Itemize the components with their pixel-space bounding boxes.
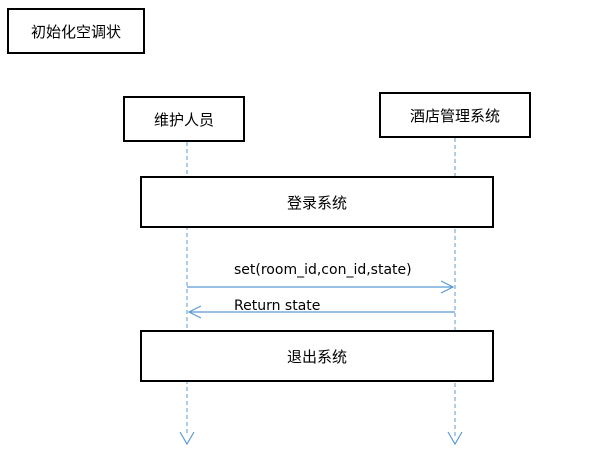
actor-maintenance-staff: 维护人员 xyxy=(123,96,245,142)
lifeline-left-arrowhead xyxy=(179,431,195,446)
message-set-label: set(room_id,con_id,state) xyxy=(234,262,412,278)
frame-logout-label: 退出系统 xyxy=(286,347,347,366)
actor-right-label: 酒店管理系统 xyxy=(409,106,500,125)
frame-login: 登录系统 xyxy=(140,176,494,228)
diagram-title-text: 初始化空调状 xyxy=(30,22,121,41)
lifeline-right-arrowhead xyxy=(447,431,463,446)
message-set-arrowhead xyxy=(440,280,455,294)
message-return-arrowhead xyxy=(187,305,202,319)
frame-login-label: 登录系统 xyxy=(286,193,347,212)
frame-logout: 退出系统 xyxy=(140,330,494,382)
message-return-label: Return state xyxy=(234,298,321,314)
actor-hotel-system: 酒店管理系统 xyxy=(379,92,531,138)
diagram-title: 初始化空调状 xyxy=(7,8,145,54)
actor-left-label: 维护人员 xyxy=(153,110,214,129)
